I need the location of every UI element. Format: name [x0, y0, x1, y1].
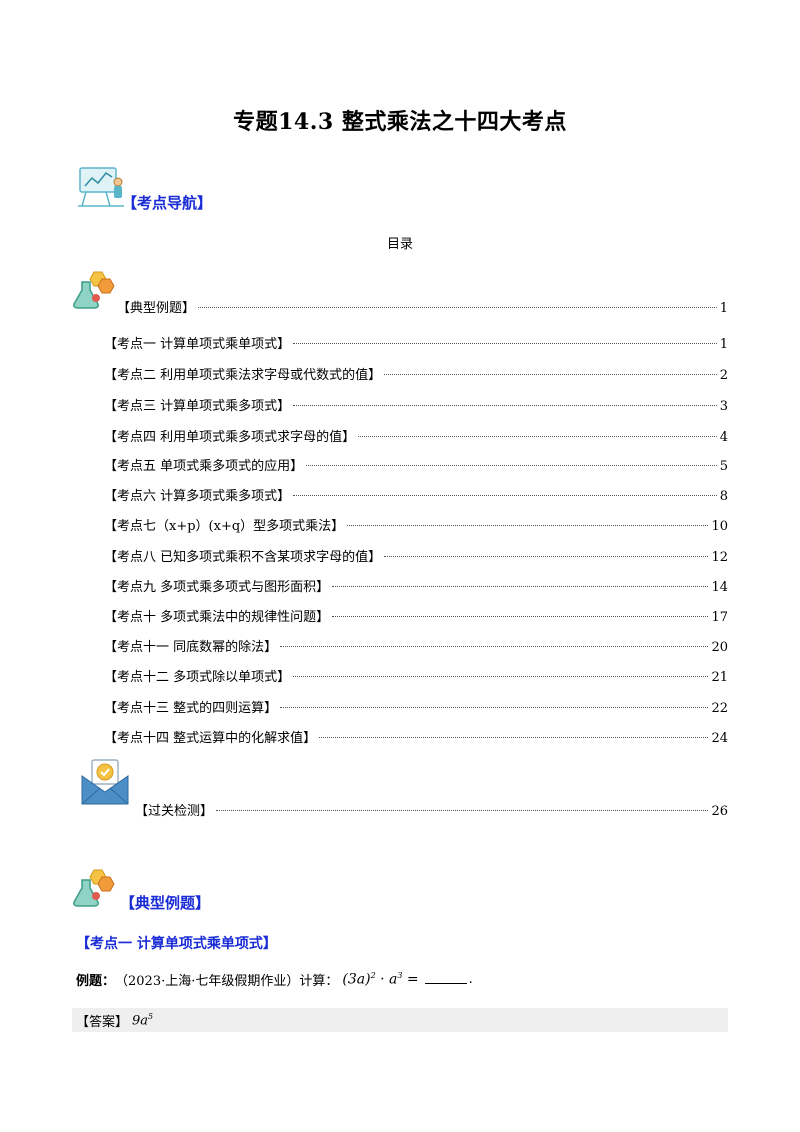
- toc-label: 【考点十四 整式运算中的化解求值】: [104, 731, 317, 746]
- example-source: （2023·上海·七年级假期作业）计算：: [115, 974, 339, 989]
- toc-page-number: 20: [711, 640, 728, 655]
- envelope-check-icon: [81, 759, 129, 805]
- toc-line[interactable]: 【考点四 利用单项式乘多项式求字母的值】 4: [104, 426, 728, 445]
- toc-label: 【考点二 利用单项式乘法求字母或代数式的值】: [104, 368, 382, 383]
- expr-base: (3a): [342, 971, 371, 988]
- toc-label: 【典型例题】: [117, 301, 196, 316]
- section-heading: 【典型例题】: [120, 894, 211, 912]
- toc-line[interactable]: 【考点十三 整式的四则运算】 22: [104, 697, 728, 716]
- example-question: 例题： （2023·上海·七年级假期作业）计算： (3a)2 · a3 = .: [76, 970, 473, 989]
- toc-page-number: 21: [711, 670, 728, 685]
- toc-line[interactable]: 【考点九 多项式乘多项式与图形面积】 14: [104, 576, 728, 595]
- toc-label: 【考点八 已知多项式乘积不含某项求字母的值】: [104, 550, 382, 565]
- answer-exponent: 5: [148, 1011, 154, 1021]
- toc-label: 【考点十二 多项式除以单项式】: [104, 670, 291, 685]
- example-label: 例题：: [76, 974, 116, 989]
- nav-section-label: 【考点导航】: [122, 194, 213, 212]
- flask-hexagon-icon: [73, 869, 115, 907]
- toc-label: 【考点一 计算单项式乘单项式】: [104, 337, 291, 352]
- toc-page-number: 2: [719, 368, 728, 383]
- example-end: .: [468, 972, 473, 987]
- toc-leader-dots: [280, 707, 709, 708]
- toc-leader-dots: [216, 810, 709, 811]
- toc-label: 【考点十一 同底数幂的除法】: [104, 640, 278, 655]
- expr-equals: =: [402, 971, 419, 988]
- toc-page-number: 12: [711, 550, 728, 565]
- answer-blank[interactable]: [424, 983, 467, 984]
- answer-base: 9a: [132, 1013, 149, 1029]
- answer-label: 【答案】: [76, 1014, 129, 1030]
- toc-title: 目录: [386, 237, 413, 252]
- toc-line[interactable]: 【考点七（x+p）(x+q）型多项式乘法】 10: [104, 515, 728, 534]
- expr-exponent-2: 3: [397, 971, 403, 981]
- answer-bar: 【答案】 9a5: [72, 1008, 728, 1032]
- toc-page-number: 22: [711, 701, 728, 716]
- toc-page-number: 4: [719, 430, 728, 445]
- expr-mid: · a: [375, 971, 398, 988]
- toc-line[interactable]: 【考点八 已知多项式乘积不含某项求字母的值】 12: [104, 546, 728, 565]
- expr-exponent: 2: [370, 971, 376, 981]
- toc-page-number: 26: [711, 804, 728, 819]
- answer-value: 9a5: [132, 1012, 153, 1028]
- toc-leader-dots: [319, 737, 709, 738]
- toc-label: 【考点十三 整式的四则运算】: [104, 701, 278, 716]
- toc-line[interactable]: 【过关检测】 26: [135, 800, 728, 819]
- toc-page-number: 24: [711, 731, 728, 746]
- toc-leader-dots: [280, 646, 709, 647]
- toc-label: 【考点六 计算多项式乘多项式】: [104, 489, 291, 504]
- toc-page-number: 17: [711, 610, 728, 625]
- toc-leader-dots: [293, 343, 717, 344]
- toc-label: 【考点三 计算单项式乘多项式】: [104, 399, 291, 414]
- toc-label: 【过关检测】: [135, 804, 214, 819]
- toc-line[interactable]: 【考点三 计算单项式乘多项式】 3: [104, 395, 728, 414]
- toc-label: 【考点十 多项式乘法中的规律性问题】: [104, 610, 330, 625]
- toc-page-number: 3: [719, 399, 728, 414]
- toc-line[interactable]: 【考点六 计算多项式乘多项式】 8: [104, 485, 728, 504]
- toc-line[interactable]: 【考点五 单项式乘多项式的应用】 5: [104, 455, 728, 474]
- toc-leader-dots: [358, 436, 717, 437]
- document-title: 专题14.3 整式乘法之十四大考点: [233, 109, 567, 135]
- toc-page-number: 5: [719, 459, 728, 474]
- knowledge-point-heading: 【考点一 计算单项式乘单项式】: [76, 936, 277, 952]
- toc-label: 【考点五 单项式乘多项式的应用】: [104, 459, 304, 474]
- toc-line[interactable]: 【考点十四 整式运算中的化解求值】 24: [104, 727, 728, 746]
- toc-page-number: 1: [719, 301, 728, 316]
- flask-hexagon-icon: [73, 271, 115, 309]
- toc-label: 【考点七（x+p）(x+q）型多项式乘法】: [104, 519, 345, 534]
- toc-leader-dots: [198, 307, 717, 308]
- toc-page-number: 14: [711, 580, 728, 595]
- toc-leader-dots: [347, 525, 709, 526]
- toc-leader-dots: [332, 616, 709, 617]
- toc-leader-dots: [293, 495, 717, 496]
- toc-line[interactable]: 【考点十 多项式乘法中的规律性问题】 17: [104, 606, 728, 625]
- toc-line[interactable]: 【考点十二 多项式除以单项式】 21: [104, 666, 728, 685]
- toc-leader-dots: [306, 465, 717, 466]
- toc-line[interactable]: 【考点二 利用单项式乘法求字母或代数式的值】 2: [104, 364, 728, 383]
- toc-page-number: 8: [719, 489, 728, 504]
- toc-line[interactable]: 【考点十一 同底数幂的除法】 20: [104, 636, 728, 655]
- presentation-board-icon: [78, 167, 124, 207]
- toc-leader-dots: [332, 586, 709, 587]
- toc-label: 【考点九 多项式乘多项式与图形面积】: [104, 580, 330, 595]
- toc-line[interactable]: 【考点一 计算单项式乘单项式】 1: [104, 333, 728, 352]
- toc-page-number: 10: [711, 519, 728, 534]
- toc-leader-dots: [384, 556, 709, 557]
- toc-line[interactable]: 【典型例题】 1: [117, 297, 728, 316]
- toc-label: 【考点四 利用单项式乘多项式求字母的值】: [104, 430, 356, 445]
- toc-leader-dots: [293, 405, 717, 406]
- toc-leader-dots: [293, 676, 709, 677]
- toc-page-number: 1: [719, 337, 728, 352]
- toc-leader-dots: [384, 374, 717, 375]
- example-expression: (3a)2 · a3 =: [342, 971, 418, 988]
